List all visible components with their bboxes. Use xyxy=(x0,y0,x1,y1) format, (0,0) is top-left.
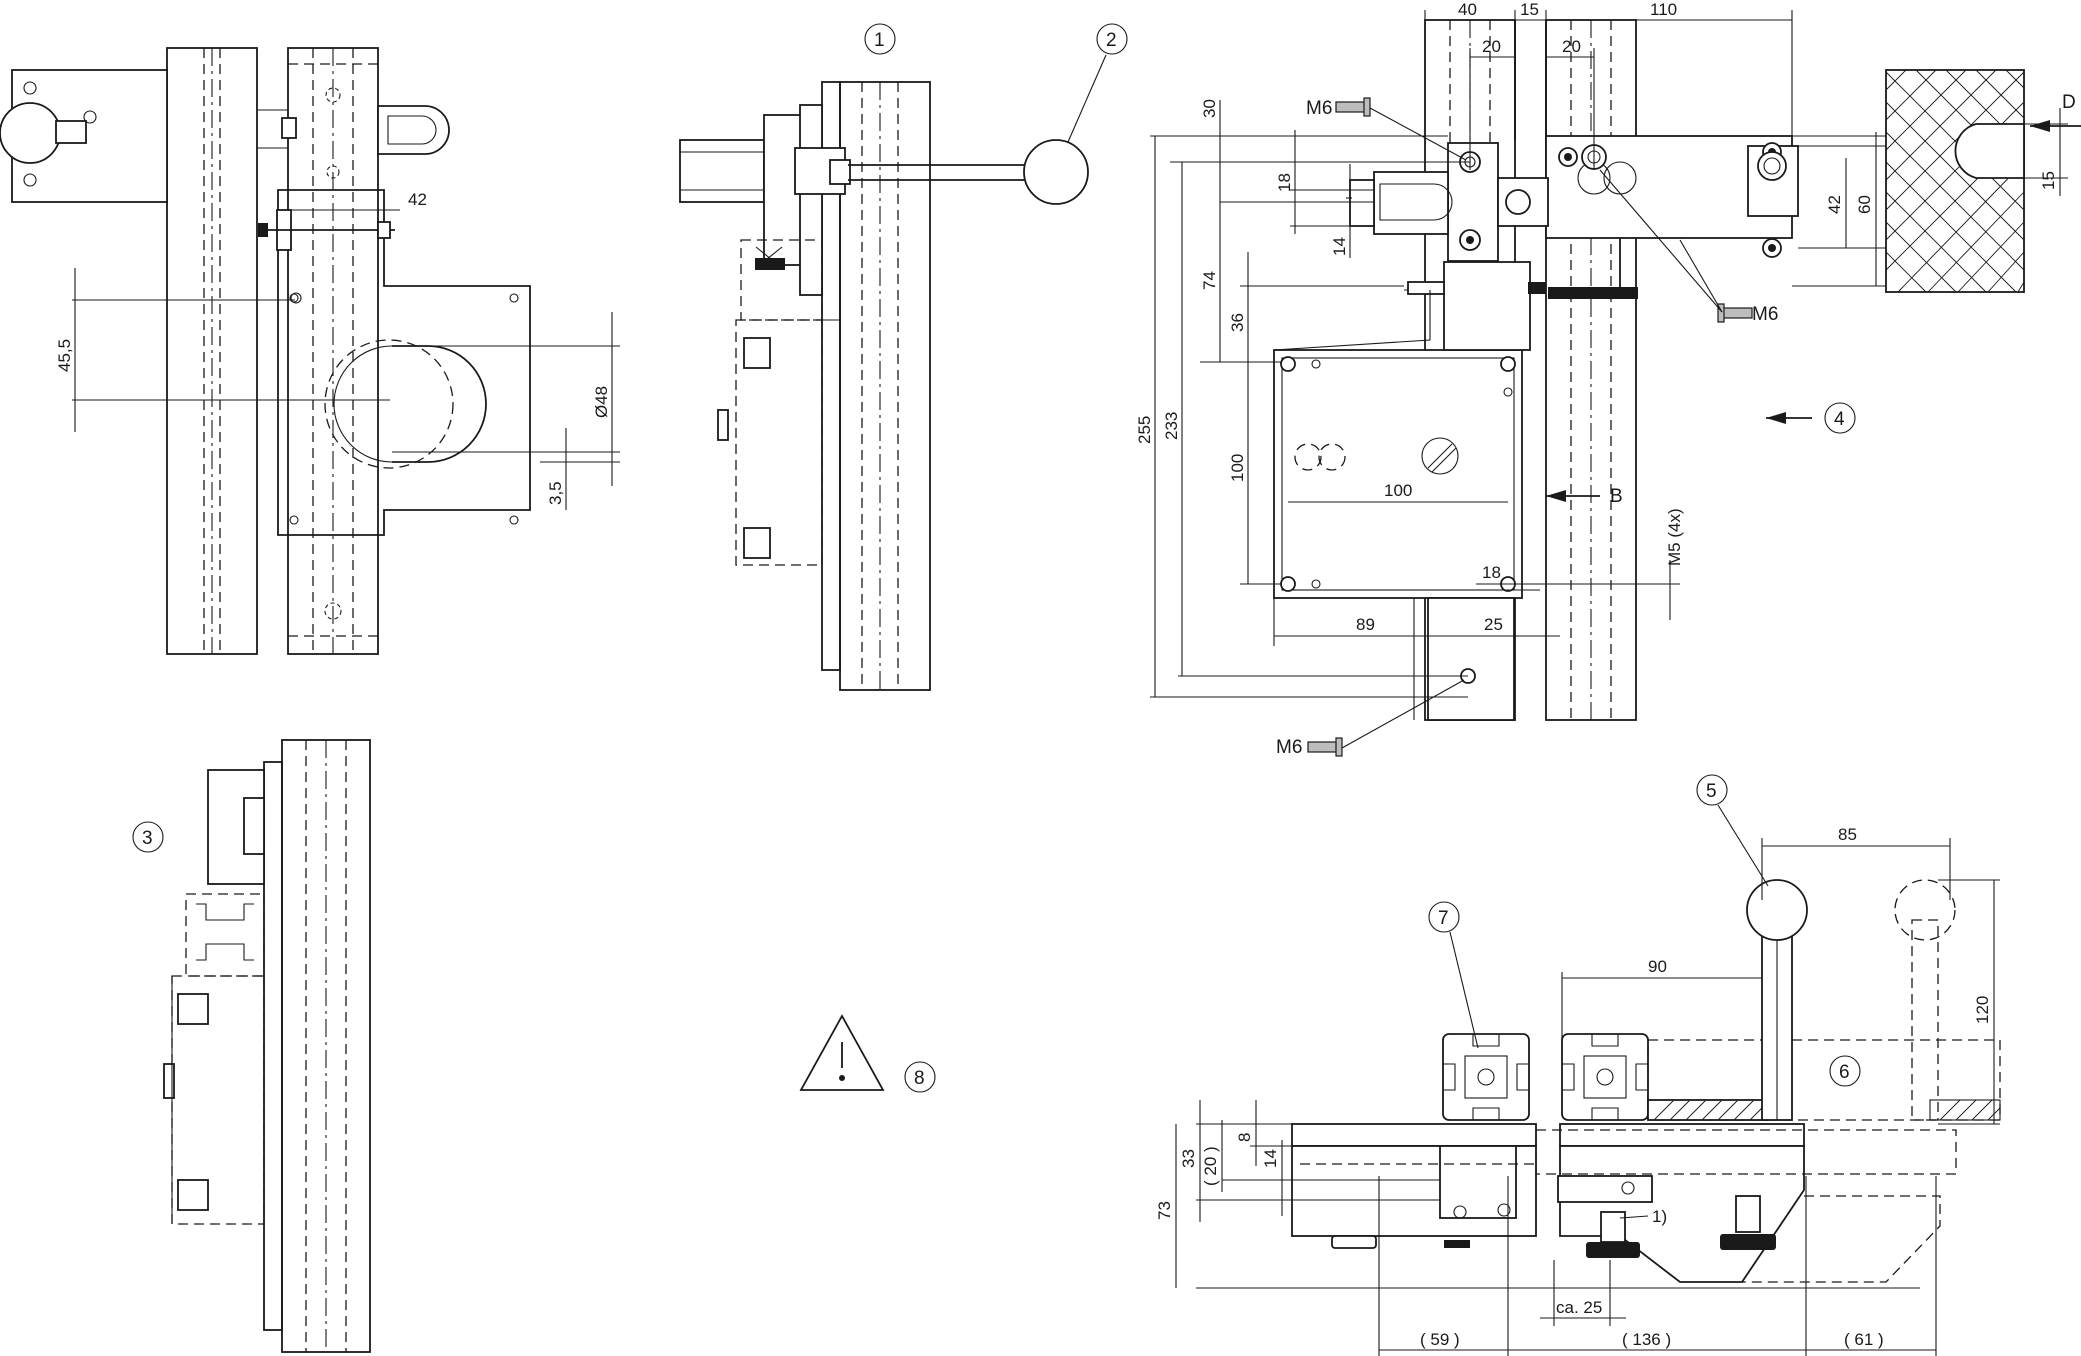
dim-b-136: ( 136 ) xyxy=(1622,1330,1671,1349)
footnote-marker: 1) xyxy=(1652,1207,1667,1226)
view-bottom-right: 1) 85 90 120 8 33 ( 20 ) 14 73 ca. 25 ( … xyxy=(1155,774,2001,1356)
dim-v-18: 18 xyxy=(1275,173,1294,192)
dim-r-15: 15 xyxy=(2039,171,2058,190)
callout-5: 5 xyxy=(1706,781,1717,802)
dim-r-42: 42 xyxy=(1825,195,1844,214)
dim-b-8: 8 xyxy=(1235,1133,1254,1142)
dim-b-14: 14 xyxy=(1261,1149,1280,1168)
screw-label-right: M6 xyxy=(1752,304,1778,325)
dim-v-14: 14 xyxy=(1330,237,1349,256)
dim-h-25: 25 xyxy=(1484,615,1503,634)
callout-6: 6 xyxy=(1839,1062,1850,1083)
dim-r-60: 60 xyxy=(1855,195,1874,214)
dim-b-ca25: ca. 25 xyxy=(1556,1298,1602,1317)
screw-label-top: M6 xyxy=(1306,98,1332,119)
callout-3: 3 xyxy=(142,828,153,849)
view-top-middle: 1 2 xyxy=(679,23,1128,691)
dim-h-18: 18 xyxy=(1482,563,1501,582)
dim-b-59: ( 59 ) xyxy=(1420,1330,1460,1349)
dim-h-89: 89 xyxy=(1356,615,1375,634)
dim-b-120: 120 xyxy=(1973,996,1992,1024)
view-b-label: B xyxy=(1610,486,1623,507)
dim-b-33: 33 xyxy=(1179,1149,1198,1168)
dim-h-100: 100 xyxy=(1384,481,1412,500)
dim-v-255: 255 xyxy=(1135,416,1154,444)
callout-1: 1 xyxy=(874,30,885,51)
dim-top-40: 40 xyxy=(1458,0,1477,19)
screw-icon xyxy=(1335,97,1371,117)
dim-top-15: 15 xyxy=(1520,0,1539,19)
dim-top-20b: 20 xyxy=(1562,37,1581,56)
warning-group: 8 xyxy=(799,1014,936,1093)
callout-8: 8 xyxy=(914,1068,925,1089)
dim-left-3-5: 3,5 xyxy=(546,481,565,505)
dim-v-100: 100 xyxy=(1228,454,1247,482)
dim-b-61: ( 61 ) xyxy=(1844,1330,1884,1349)
callout-2: 2 xyxy=(1106,30,1117,51)
screw-icon xyxy=(1307,737,1343,757)
callout-4: 4 xyxy=(1834,409,1845,430)
view-top-right: 40 15 110 20 20 30 18 14 74 36 255 233 1… xyxy=(1135,0,2081,758)
dim-b-20: ( 20 ) xyxy=(1201,1146,1220,1186)
dim-v-74: 74 xyxy=(1200,271,1219,290)
dim-left-42: 42 xyxy=(408,190,427,209)
thread-label: M5 (4x) xyxy=(1665,508,1684,566)
screw-icon xyxy=(1717,303,1753,323)
warning-triangle-icon xyxy=(799,1014,885,1091)
callout-7: 7 xyxy=(1438,908,1449,929)
dim-left-45-5: 45,5 xyxy=(55,339,74,372)
dim-top-110: 110 xyxy=(1650,0,1677,19)
dim-b-73: 73 xyxy=(1155,1201,1174,1220)
dim-top-20a: 20 xyxy=(1482,37,1501,56)
dim-b-90: 90 xyxy=(1648,957,1667,976)
dim-v-233: 233 xyxy=(1162,412,1181,440)
dim-v-36: 36 xyxy=(1228,313,1247,332)
view-middle-left: 3 xyxy=(132,739,371,1353)
screw-label-bottom: M6 xyxy=(1276,737,1302,758)
view-top-left: 42 45,5 Ø48 3,5 xyxy=(0,47,620,655)
dim-v-30: 30 xyxy=(1200,99,1219,118)
dim-b-85: 85 xyxy=(1838,825,1857,844)
view-d-label: D xyxy=(2062,92,2076,113)
dim-left-d48: Ø48 xyxy=(592,386,611,418)
